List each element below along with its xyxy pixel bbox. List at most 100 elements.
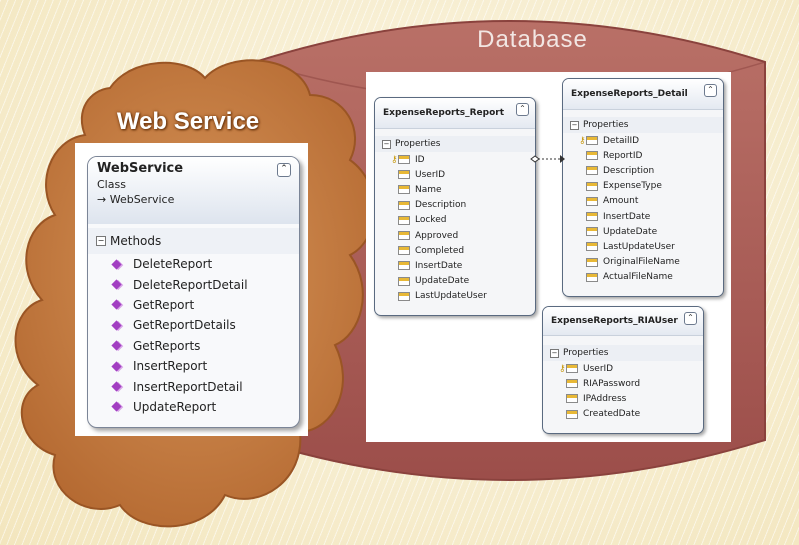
properties-label: Properties <box>563 348 609 358</box>
primary-key-icon: ⚷ <box>391 154 398 165</box>
relationship-arrow-icon <box>560 155 565 163</box>
method-item[interactable]: GetReportDetails <box>88 315 299 335</box>
property-row[interactable]: LastUpdateUser <box>375 289 535 304</box>
property-row[interactable]: InsertDate <box>563 209 723 224</box>
class-header: WebService Class → WebService ⌃ <box>88 157 299 224</box>
entity-name: ExpenseReports_Report <box>383 108 505 118</box>
property-label: Completed <box>415 245 465 256</box>
column-icon <box>398 291 410 301</box>
method-item[interactable]: GetReports <box>88 336 299 356</box>
property-label: RIAPassword <box>583 378 641 389</box>
collapse-minus-icon[interactable]: − <box>570 120 579 130</box>
property-row[interactable]: LastUpdateUser <box>563 239 723 254</box>
properties-section-header[interactable]: − Properties <box>563 117 723 133</box>
column-icon <box>566 394 578 404</box>
entity-name: ExpenseReports_Detail <box>571 89 688 99</box>
property-row[interactable]: ReportID <box>563 148 723 163</box>
collapse-icon[interactable]: ⌃ <box>277 163 291 177</box>
method-item[interactable]: DeleteReportDetail <box>88 274 299 294</box>
column-icon <box>586 272 598 282</box>
column-icon <box>398 200 410 210</box>
property-row[interactable]: InsertDate <box>375 258 535 273</box>
property-row[interactable]: RIAPassword <box>543 376 703 391</box>
property-label: LastUpdateUser <box>415 291 487 302</box>
column-icon <box>586 166 598 176</box>
method-icon <box>111 340 122 351</box>
column-icon <box>586 181 598 191</box>
method-item[interactable]: GetReport <box>88 295 299 315</box>
property-row[interactable]: Approved <box>375 228 535 243</box>
entity-expensereports-detail[interactable]: ExpenseReports_Detail ⌃ − Properties ⚷De… <box>562 78 724 297</box>
property-label: UserID <box>415 169 446 180</box>
collapse-icon[interactable]: ⌃ <box>684 312 697 325</box>
property-label: LastUpdateUser <box>603 241 675 252</box>
property-row[interactable]: CreatedDate <box>543 407 703 422</box>
property-row[interactable]: Amount <box>563 194 723 209</box>
method-label: InsertReport <box>133 359 208 374</box>
property-row[interactable]: Description <box>563 163 723 178</box>
property-label: Description <box>603 165 655 176</box>
properties-section-header[interactable]: − Properties <box>375 136 535 152</box>
column-icon <box>586 212 598 222</box>
property-row[interactable]: IPAddress <box>543 391 703 406</box>
property-row[interactable]: OriginalFileName <box>563 255 723 270</box>
method-label: InsertReportDetail <box>133 379 243 394</box>
column-icon <box>398 276 410 286</box>
property-row[interactable]: Completed <box>375 243 535 258</box>
entity-expensereports-report[interactable]: ExpenseReports_Report ⌃ − Properties ⚷ ID… <box>374 97 536 316</box>
property-label: Amount <box>603 196 639 207</box>
web-service-title: Web Service <box>116 108 260 135</box>
property-row[interactable]: ExpenseType <box>563 179 723 194</box>
methods-section-header[interactable]: − Methods <box>88 228 299 254</box>
column-icon <box>566 379 578 389</box>
entity-header: ExpenseReports_Report ⌃ <box>375 98 535 129</box>
property-row[interactable]: ActualFileName <box>563 270 723 285</box>
column-icon <box>398 246 410 256</box>
property-label: InsertDate <box>415 260 463 271</box>
property-label: InsertDate <box>603 211 651 222</box>
property-row[interactable]: UpdateDate <box>563 224 723 239</box>
entity-expensereports-riauser[interactable]: ExpenseReports_RIAUser ⌃ − Properties ⚷U… <box>542 306 704 434</box>
property-row[interactable]: Locked <box>375 213 535 228</box>
entity-header: ExpenseReports_RIAUser ⌃ <box>543 307 703 336</box>
column-icon <box>586 257 598 267</box>
class-name: WebService <box>97 161 184 176</box>
collapse-minus-icon[interactable]: − <box>96 236 106 246</box>
method-item[interactable]: InsertReportDetail <box>88 376 299 396</box>
property-row[interactable]: ⚷UserID <box>543 361 703 376</box>
method-label: DeleteReportDetail <box>133 277 248 292</box>
property-row[interactable]: UpdateDate <box>375 274 535 289</box>
method-icon <box>111 259 122 270</box>
method-item[interactable]: InsertReport <box>88 356 299 376</box>
property-row[interactable]: UserID <box>375 167 535 182</box>
column-icon <box>586 227 598 237</box>
relationship-diamond-icon <box>530 155 540 163</box>
entity-header: ExpenseReports_Detail ⌃ <box>563 79 723 110</box>
column-icon <box>398 170 410 180</box>
webservice-class-box[interactable]: WebService Class → WebService ⌃ − Method… <box>87 156 300 428</box>
properties-section-header[interactable]: − Properties <box>543 345 703 361</box>
column-icon <box>586 136 598 146</box>
method-item[interactable]: DeleteReport <box>88 254 299 274</box>
column-icon <box>586 196 598 206</box>
property-label: ExpenseType <box>603 181 662 192</box>
relationship-connector[interactable] <box>530 150 566 170</box>
method-icon <box>111 361 122 372</box>
column-icon <box>398 231 410 241</box>
property-row[interactable]: ⚷ ID <box>375 152 535 167</box>
entity-name: ExpenseReports_RIAUser <box>551 316 678 326</box>
collapse-minus-icon[interactable]: − <box>550 348 559 358</box>
collapse-minus-icon[interactable]: − <box>382 139 391 149</box>
property-row[interactable]: Description <box>375 198 535 213</box>
property-label: ID <box>415 154 425 165</box>
property-row[interactable]: Name <box>375 182 535 197</box>
collapse-icon[interactable]: ⌃ <box>704 84 717 97</box>
collapse-icon[interactable]: ⌃ <box>516 103 529 116</box>
property-row[interactable]: ⚷DetailID <box>563 133 723 148</box>
property-label: ActualFileName <box>603 272 673 283</box>
method-item[interactable]: UpdateReport <box>88 397 299 417</box>
column-icon <box>586 242 598 252</box>
